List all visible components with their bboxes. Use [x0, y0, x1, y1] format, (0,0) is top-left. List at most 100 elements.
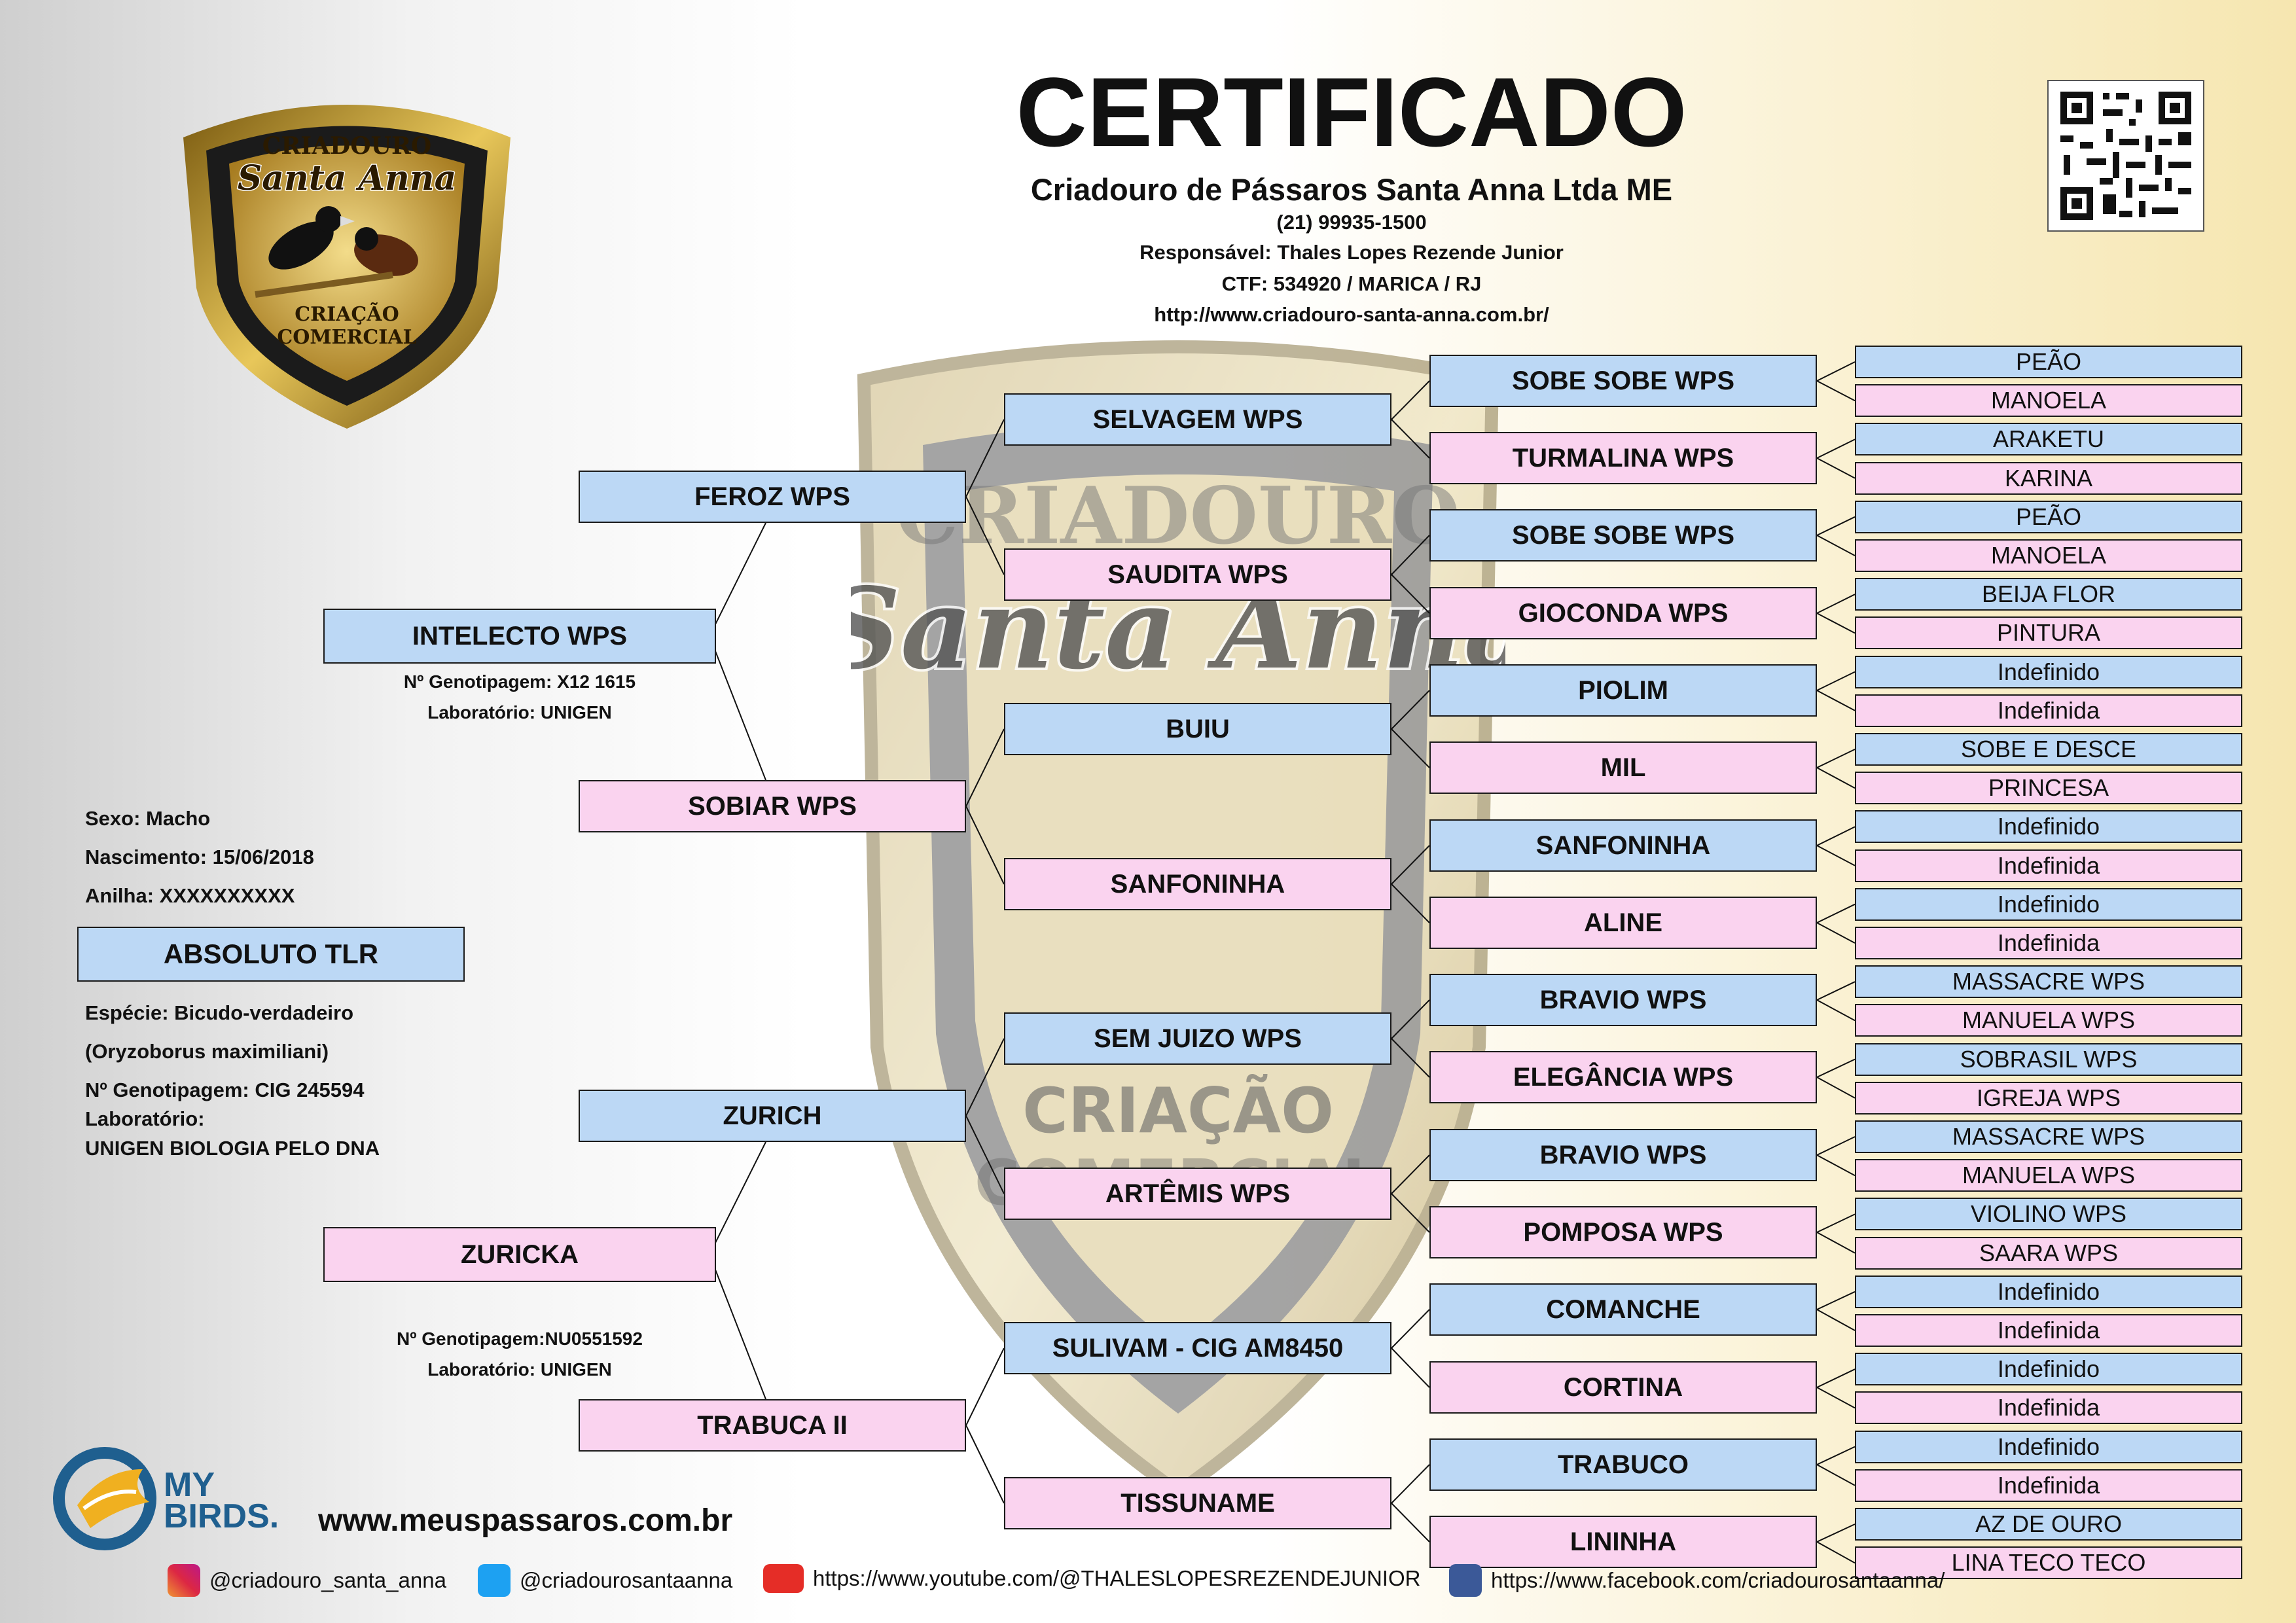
gen5-box: Indefinido: [1855, 1353, 2242, 1386]
grandparent-box: ZURICH: [579, 1090, 966, 1142]
logo-bottom1-text: CRIAÇÃO: [295, 302, 399, 326]
gen5-box: SOBRASIL WPS: [1855, 1043, 2242, 1076]
gen5-box: PRINCESA: [1855, 772, 2242, 805]
gen4-box: PIOLIM: [1429, 664, 1817, 717]
gen4-box: MIL: [1429, 741, 1817, 794]
bird-icon: [255, 206, 418, 298]
youtube-icon: [763, 1564, 804, 1593]
twitter-link[interactable]: @criadourosantaanna: [478, 1564, 732, 1597]
gen4-box: POMPOSA WPS: [1429, 1206, 1817, 1258]
mother-genotype: Nº Genotipagem:NU0551592: [397, 1329, 643, 1349]
gen4-box: GIOCONDA WPS: [1429, 587, 1817, 639]
gen5-box: BEIJA FLOR: [1855, 578, 2242, 611]
gen5-box: SOBE E DESCE: [1855, 733, 2242, 766]
gen5-box: Indefinido: [1855, 887, 2242, 921]
mother-box: ZURICKA: [323, 1227, 716, 1282]
gen5-box: Indefinida: [1855, 1314, 2242, 1347]
gen5-box: VIOLINO WPS: [1855, 1198, 2242, 1231]
gen5-box: MASSACRE WPS: [1855, 965, 2242, 999]
gen4-box: COMANCHE: [1429, 1283, 1817, 1336]
gen4-box: BRAVIO WPS: [1429, 1129, 1817, 1181]
gen5-box: Indefinida: [1855, 1469, 2242, 1502]
gen4-box: SOBE SOBE WPS: [1429, 509, 1817, 562]
facebook-url: https://www.facebook.com/criadourosantaa…: [1491, 1568, 1945, 1592]
gen4-box: TURMALINA WPS: [1429, 432, 1817, 484]
grandparent-box: TRABUCA II: [579, 1399, 966, 1452]
subject-scientific-name: (Oryzoborus maximiliani): [85, 1040, 329, 1063]
subject-lab: UNIGEN BIOLOGIA PELO DNA: [85, 1137, 380, 1160]
gen4-box: SANFONINHA: [1429, 819, 1817, 872]
company-phone: (21) 99935-1500: [1276, 211, 1427, 234]
gen5-box: LINA TECO TECO: [1855, 1546, 2242, 1580]
gen5-box: KARINA: [1855, 461, 2242, 495]
great-grandparent-box: SAUDITA WPS: [1004, 548, 1391, 601]
gen5-box: MANUELA WPS: [1855, 1004, 2242, 1037]
gen5-box: Indefinido: [1855, 1430, 2242, 1463]
great-grandparent-box: SANFONINHA: [1004, 858, 1391, 910]
gen4-box: BRAVIO WPS: [1429, 974, 1817, 1026]
instagram-icon: [168, 1564, 200, 1597]
gen5-box: MANUELA WPS: [1855, 1159, 2242, 1192]
instagram-link[interactable]: @criadouro_santa_anna: [168, 1564, 446, 1597]
certificate-title: CERTIFICADO: [1016, 57, 1687, 167]
logo-bottom2-text: COMERCIAL: [277, 326, 416, 349]
subject-species: Espécie: Bicudo-verdadeiro: [85, 1001, 354, 1024]
gen4-box: TRABUCO: [1429, 1438, 1817, 1491]
gen4-box: ALINE: [1429, 897, 1817, 949]
company-website[interactable]: http://www.criadouro-santa-anna.com.br/: [1154, 303, 1549, 326]
gen4-box: SOBE SOBE WPS: [1429, 355, 1817, 407]
gen5-box: MANOELA: [1855, 384, 2242, 418]
grandparent-box: FEROZ WPS: [579, 471, 966, 523]
gen5-box: PEÃO: [1855, 500, 2242, 533]
facebook-link[interactable]: https://www.facebook.com/criadourosantaa…: [1449, 1564, 1945, 1597]
qr-code-icon[interactable]: [2047, 80, 2204, 232]
great-grandparent-box: TISSUNAME: [1004, 1477, 1391, 1529]
gen5-box: MASSACRE WPS: [1855, 1120, 2242, 1153]
gen5-box: SAARA WPS: [1855, 1236, 2242, 1270]
youtube-url: https://www.youtube.com/@THALESLOPESREZE…: [813, 1566, 1421, 1590]
father-lab: Laboratório: UNIGEN: [427, 702, 612, 722]
great-grandparent-box: SULIVAM - CIG AM8450: [1004, 1322, 1391, 1374]
subject-sex: Sexo: Macho: [85, 807, 211, 830]
gen4-box: ELEGÂNCIA WPS: [1429, 1051, 1817, 1103]
gen5-box: Indefinido: [1855, 655, 2242, 688]
gen5-box: Indefinida: [1855, 927, 2242, 959]
facebook-icon: [1449, 1564, 1482, 1597]
gen4-box: CORTINA: [1429, 1361, 1817, 1414]
mybirds-logo-icon: [53, 1447, 156, 1550]
gen5-box: Indefinido: [1855, 1275, 2242, 1308]
company-name: Criadouro de Pássaros Santa Anna Ltda ME: [1030, 172, 1673, 207]
gen5-box: ARAKETU: [1855, 423, 2242, 456]
gen5-box: Indefinido: [1855, 810, 2242, 844]
instagram-handle: @criadouro_santa_anna: [209, 1568, 446, 1592]
subject-birth-date: Nascimento: 15/06/2018: [85, 846, 314, 868]
great-grandparent-box: SEM JUIZO WPS: [1004, 1012, 1391, 1065]
footer-site-link[interactable]: www.meuspassaros.com.br: [318, 1503, 733, 1538]
gen5-box: Indefinida: [1855, 1391, 2242, 1425]
twitter-icon: [478, 1564, 511, 1597]
gen5-box: Indefinida: [1855, 849, 2242, 882]
gen5-box: MANOELA: [1855, 539, 2242, 572]
subject-ring: Anilha: XXXXXXXXXX: [85, 884, 295, 907]
gen5-box: Indefinida: [1855, 694, 2242, 727]
mybirds-brand-line1: MY: [164, 1466, 215, 1504]
grandparent-box: SOBIAR WPS: [579, 780, 966, 832]
responsible-person: Responsável: Thales Lopes Rezende Junior: [1139, 241, 1564, 264]
youtube-link[interactable]: https://www.youtube.com/@THALESLOPESREZE…: [763, 1564, 1420, 1593]
gen5-box: PEÃO: [1855, 346, 2242, 378]
ctf-number: CTF: 534920 / MARICA / RJ: [1221, 272, 1482, 295]
gen5-box: IGREJA WPS: [1855, 1081, 2242, 1115]
father-genotype: Nº Genotipagem: X12 1615: [403, 671, 636, 692]
gen4-box: LININHA: [1429, 1516, 1817, 1568]
great-grandparent-box: SELVAGEM WPS: [1004, 393, 1391, 446]
company-logo: CRIADOURO Santa Anna CRIAÇÃO COMERCIAL: [183, 105, 511, 429]
twitter-handle: @criadourosantaanna: [520, 1568, 733, 1592]
logo-name-text: Santa Anna: [238, 158, 457, 198]
subject-genotype: Nº Genotipagem: CIG 245594: [85, 1079, 365, 1101]
subject-lab-label: Laboratório:: [85, 1107, 205, 1130]
gen5-box: PINTURA: [1855, 616, 2242, 650]
watermark-bottom1-text: CRIAÇÃO: [1022, 1074, 1334, 1147]
gen5-box: AZ DE OURO: [1855, 1508, 2242, 1541]
father-box: INTELECTO WPS: [323, 609, 716, 664]
subject-name-box: ABSOLUTO TLR: [77, 927, 465, 982]
